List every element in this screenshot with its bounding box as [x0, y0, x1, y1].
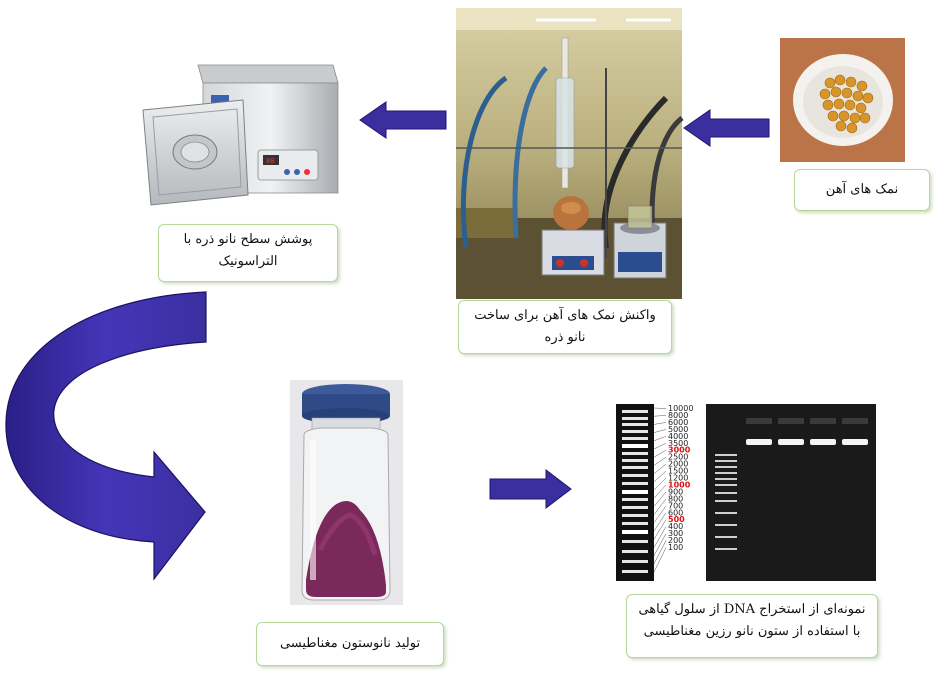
svg-text:88: 88	[266, 157, 275, 165]
ladder-leader-line	[653, 540, 667, 564]
ladder-leader-line	[653, 484, 667, 499]
ladder-leader-line	[653, 470, 667, 482]
ladder-size-label: 200	[668, 536, 683, 545]
magnetic-column-vial-photo	[290, 380, 403, 605]
ladder-leader-line	[653, 407, 667, 409]
ladder-leader-line	[653, 519, 667, 540]
ladder-size-label: 800	[668, 494, 683, 503]
ladder-size-label: 10000	[668, 404, 693, 413]
ultrasonic-bath-photo: 88	[142, 64, 339, 206]
ladder-leader-line	[653, 533, 667, 556]
ladder-leader-line	[653, 463, 667, 474]
caption-ultrasonic-coating: پوشش سطح نانو ذره با التراسونیک	[158, 224, 338, 282]
ladder-size-label: 4000	[668, 432, 688, 441]
ladder-leader-line	[653, 443, 667, 450]
arrow-salts-to-reaction	[683, 109, 770, 147]
ladder-leader-line	[653, 498, 667, 515]
ladder-size-label: 5000	[668, 425, 688, 434]
ladder-size-label: 3500	[668, 439, 688, 448]
ladder-leader-line	[653, 526, 667, 548]
caption-iron-salts: نمک های آهن	[794, 169, 930, 211]
ladder-size-label: 700	[668, 501, 683, 510]
ladder-leader-line	[653, 505, 667, 523]
arrow-curved-coating-to-column	[5, 291, 207, 581]
ladder-leader-line	[653, 415, 667, 417]
ladder-size-label: 6000	[668, 418, 688, 427]
dna-sample-gel	[706, 404, 876, 581]
ladder-size-label: 1000	[668, 480, 691, 489]
ladder-size-label: 2000	[668, 460, 688, 469]
ladder-size-label: 1200	[668, 474, 688, 483]
ladder-leader-line	[653, 449, 667, 458]
ladder-size-label: 1500	[668, 467, 688, 476]
ladder-size-label: 8000	[668, 411, 688, 420]
ladder-leader-line	[653, 491, 667, 507]
dna-ladder-labels: 1000080006000500040003500300025002000150…	[653, 404, 693, 573]
ladder-leader-line	[653, 547, 667, 573]
ladder-leader-line	[653, 422, 667, 425]
ladder-leader-line	[653, 436, 667, 442]
ladder-size-label: 300	[668, 529, 683, 538]
ladder-size-label: 500	[668, 515, 685, 524]
caption-magnetic-column: تولید نانوستون مغناطیسی	[256, 622, 444, 666]
ladder-leader-line	[653, 456, 667, 466]
caption-dna-extraction: نمونه‌ای از استخراج DNA از سلول گیاهی با…	[626, 594, 878, 658]
reaction-setup-photo	[456, 8, 684, 299]
ladder-leader-line	[653, 477, 667, 491]
iron-salts-photo	[780, 38, 905, 162]
caption-reaction: واکنش نمک های آهن برای ساخت نانو ذره	[458, 300, 672, 354]
ladder-leader-line	[653, 429, 667, 433]
ladder-size-label: 100	[668, 543, 683, 552]
ladder-size-label: 900	[668, 487, 683, 496]
ladder-leader-line	[653, 512, 667, 532]
ladder-size-label: 600	[668, 508, 683, 517]
dna-ladder-gel	[616, 404, 654, 581]
ladder-size-label: 2500	[668, 453, 688, 462]
arrow-reaction-to-coating	[359, 101, 447, 139]
ladder-size-label: 3000	[668, 446, 691, 455]
ladder-size-label: 400	[668, 522, 683, 531]
arrow-column-to-dna	[489, 468, 572, 510]
